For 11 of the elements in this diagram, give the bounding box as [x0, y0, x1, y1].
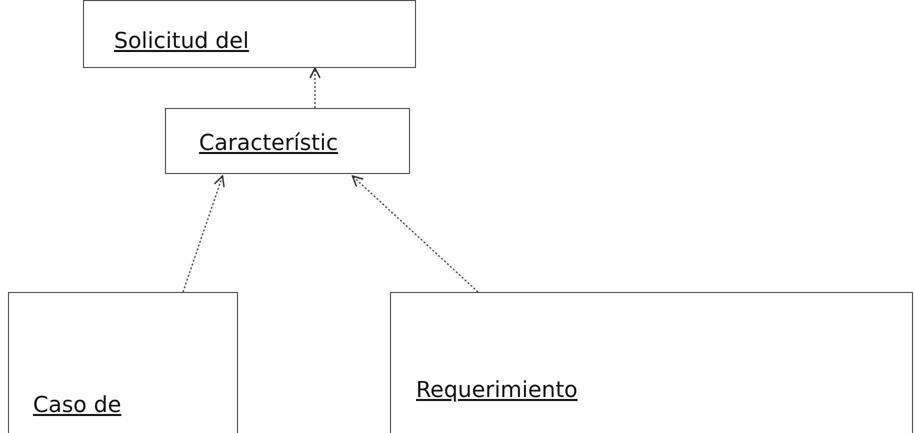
class-box — [390, 292, 913, 433]
dependency-arrow — [352, 175, 478, 292]
class-name: Característic — [199, 131, 338, 156]
class-box — [165, 108, 410, 174]
dependency-arrow — [309, 67, 321, 108]
class-name: Caso de — [33, 393, 122, 418]
class-box — [83, 0, 416, 68]
dependency-arrow — [182, 175, 225, 292]
class-name: Requerimiento — [416, 378, 578, 403]
class-box — [8, 292, 238, 433]
class-name: Solicitud del — [114, 29, 249, 54]
